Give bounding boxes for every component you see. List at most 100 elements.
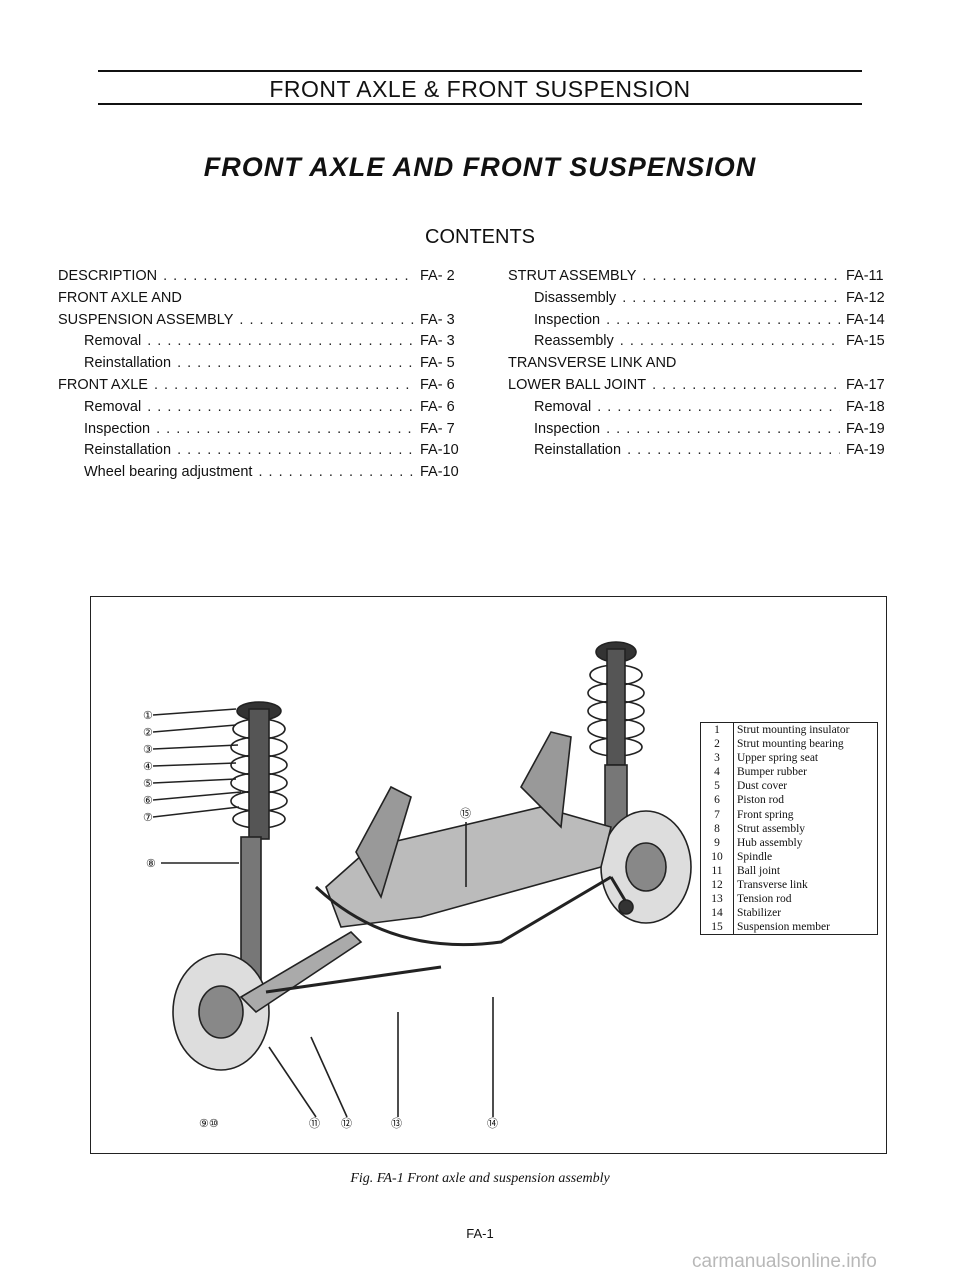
header-rule-bottom — [98, 103, 862, 105]
callout-11: ⑪ — [309, 1117, 320, 1130]
toc-entry-page: FA-14 — [846, 311, 885, 328]
callout-3: ③ — [143, 744, 153, 756]
toc-entry: Inspection . . . . . . . . . . . . . . . … — [58, 419, 476, 441]
toc-leader-dots: . . . . . . . . . . . . . . . . . . . . … — [622, 289, 840, 306]
toc-entry-label: Inspection — [534, 420, 601, 437]
toc-leader-dots: . . . . . . . . . . . . . . . . . . . . … — [597, 398, 840, 415]
toc-entry: LOWER BALL JOINT . . . . . . . . . . . . … — [508, 375, 896, 397]
suspension-illustration: ① ② ③ ④ ⑤ ⑥ ⑦ ⑧ ⑨⑩ ⑪ ⑫ ⑬ ⑭ ⑮ — [143, 641, 692, 1130]
left-coil-spring — [230, 701, 288, 840]
toc-entry-label: TRANSVERSE LINK AND — [508, 355, 677, 372]
toc-entry-label: Reassembly — [534, 333, 614, 350]
toc-leader-dots: . . . . . . . . . . . . . . . . . . . . … — [606, 311, 840, 328]
legend-number: 5 — [701, 779, 734, 794]
callout-9-10: ⑨⑩ — [199, 1118, 219, 1130]
callout-15: ⑮ — [460, 807, 471, 820]
toc-leader-dots: . . . . . . . . . . . . . . . . . . . . … — [147, 398, 414, 415]
watermark: carmanualsonline.info — [692, 1251, 877, 1272]
legend-number: 12 — [701, 878, 734, 893]
toc-entry-page: FA-19 — [846, 442, 885, 459]
legend-label: Spindle — [737, 850, 773, 863]
toc-entry: Inspection . . . . . . . . . . . . . . . … — [508, 419, 896, 441]
legend-number: 10 — [701, 849, 734, 864]
legend-label: Hub assembly — [737, 836, 803, 849]
figure-frame: ① ② ③ ④ ⑤ ⑥ ⑦ ⑧ ⑨⑩ ⑪ ⑫ ⑬ ⑭ ⑮ — [90, 596, 887, 1154]
legend-number: 9 — [701, 835, 734, 850]
callout-14: ⑭ — [487, 1117, 498, 1130]
legend-label: Front spring — [737, 808, 794, 821]
legend-label: Upper spring seat — [737, 752, 819, 765]
figure-caption: Fig. FA-1 Front axle and suspension asse… — [350, 1171, 610, 1186]
toc-left-column: DESCRIPTION. . . . . . . . . . . . . . .… — [58, 266, 476, 484]
toc-entry-label: SUSPENSION ASSEMBLY — [58, 311, 234, 328]
toc-entry-page: FA-18 — [846, 398, 885, 415]
callout-8: ⑧ — [146, 858, 156, 870]
toc-entry: Inspection . . . . . . . . . . . . . . . … — [508, 310, 896, 332]
toc-entry-page: FA- 3 — [420, 311, 455, 328]
legend-number: 4 — [701, 765, 734, 780]
callout-labels: ① ② ③ ④ ⑤ ⑥ ⑦ ⑧ ⑨⑩ ⑪ ⑫ ⑬ ⑭ ⑮ — [143, 710, 498, 1130]
callout-2: ② — [143, 727, 153, 739]
toc-leader-dots: . . . . . . . . . . . . . . . . . . . . … — [652, 376, 840, 393]
toc-entry-page: FA-10 — [420, 464, 459, 481]
legend-label: Dust cover — [737, 780, 788, 793]
callout-12: ⑫ — [341, 1117, 352, 1130]
toc-leader-dots: . . . . . . . . . . . . . . . . . . . . … — [642, 268, 840, 284]
legend-label: Strut assembly — [737, 822, 806, 835]
toc-leader-dots: . . . . . . . . . . . . . . . . . . . . … — [177, 442, 414, 459]
page-number: FA-1 — [466, 1226, 494, 1241]
legend-label: Stabilizer — [737, 907, 782, 920]
toc-entry: TRANSVERSE LINK AND — [508, 353, 896, 375]
callout-7: ⑦ — [143, 812, 153, 824]
toc-entry-label: Removal — [534, 398, 592, 415]
legend-label: Ball joint — [737, 864, 781, 877]
legend-number: 15 — [701, 920, 734, 935]
header-rule-top — [98, 70, 862, 72]
legend-label: Suspension member — [737, 921, 830, 934]
toc-leader-dots: . . . . . . . . . . . . . . . . . . . . … — [619, 333, 840, 350]
toc-entry: Removal. . . . . . . . . . . . . . . . .… — [58, 397, 476, 419]
callout-1: ① — [143, 710, 153, 722]
toc-entry-label: Reinstallation — [534, 442, 622, 459]
toc-entry-label: Wheel bearing adjustment — [84, 464, 253, 481]
legend-label: Transverse link — [737, 879, 808, 892]
toc-leader-dots: . . . . . . . . . . . . . . . . . . . . … — [258, 464, 414, 481]
toc-entry-page: FA- 3 — [420, 333, 455, 350]
toc-entry-label: LOWER BALL JOINT — [508, 376, 647, 393]
toc-entry-page: FA-12 — [846, 289, 885, 306]
toc-entry-page: FA-10 — [420, 442, 459, 459]
toc-entry-label: Inspection — [534, 311, 601, 328]
toc-leader-dots: . . . . . . . . . . . . . . . . . . . . … — [239, 311, 414, 328]
contents-heading: CONTENTS — [425, 226, 535, 248]
legend-number: 6 — [701, 793, 734, 808]
toc-entry-page: FA-19 — [846, 420, 885, 437]
toc-entry-label: Inspection — [84, 420, 151, 437]
toc-entry-label: Reinstallation — [84, 442, 172, 459]
toc-entry: FRONT AXLE AND — [58, 288, 476, 310]
suspension-member — [325, 806, 612, 928]
toc-entry-page: FA- 5 — [420, 355, 455, 372]
legend-number: 3 — [701, 751, 734, 766]
callout-6: ⑥ — [143, 795, 153, 807]
legend-number: 8 — [701, 821, 734, 836]
toc-entry: Removal. . . . . . . . . . . . . . . . .… — [58, 331, 476, 353]
page-title: FRONT AXLE AND FRONT SUSPENSION — [203, 152, 757, 182]
toc-leader-dots: . . . . . . . . . . . . . . . . . . . . … — [156, 420, 414, 437]
toc-leader-dots: . . . . . . . . . . . . . . . . . . . . … — [606, 420, 840, 437]
toc-leader-dots: . . . . . . . . . . . . . . . . . . . . … — [627, 442, 840, 459]
legend-label: Bumper rubber — [737, 766, 807, 779]
toc-entry: FRONT AXLE. . . . . . . . . . . . . . . … — [58, 375, 476, 397]
legend-label: Strut mounting insulator — [737, 724, 850, 736]
section-header: FRONT AXLE & FRONT SUSPENSION — [269, 76, 691, 102]
toc-leader-dots: . . . . . . . . . . . . . . . . . . . . … — [147, 333, 414, 350]
toc-entry-page: FA- 7 — [420, 420, 455, 437]
